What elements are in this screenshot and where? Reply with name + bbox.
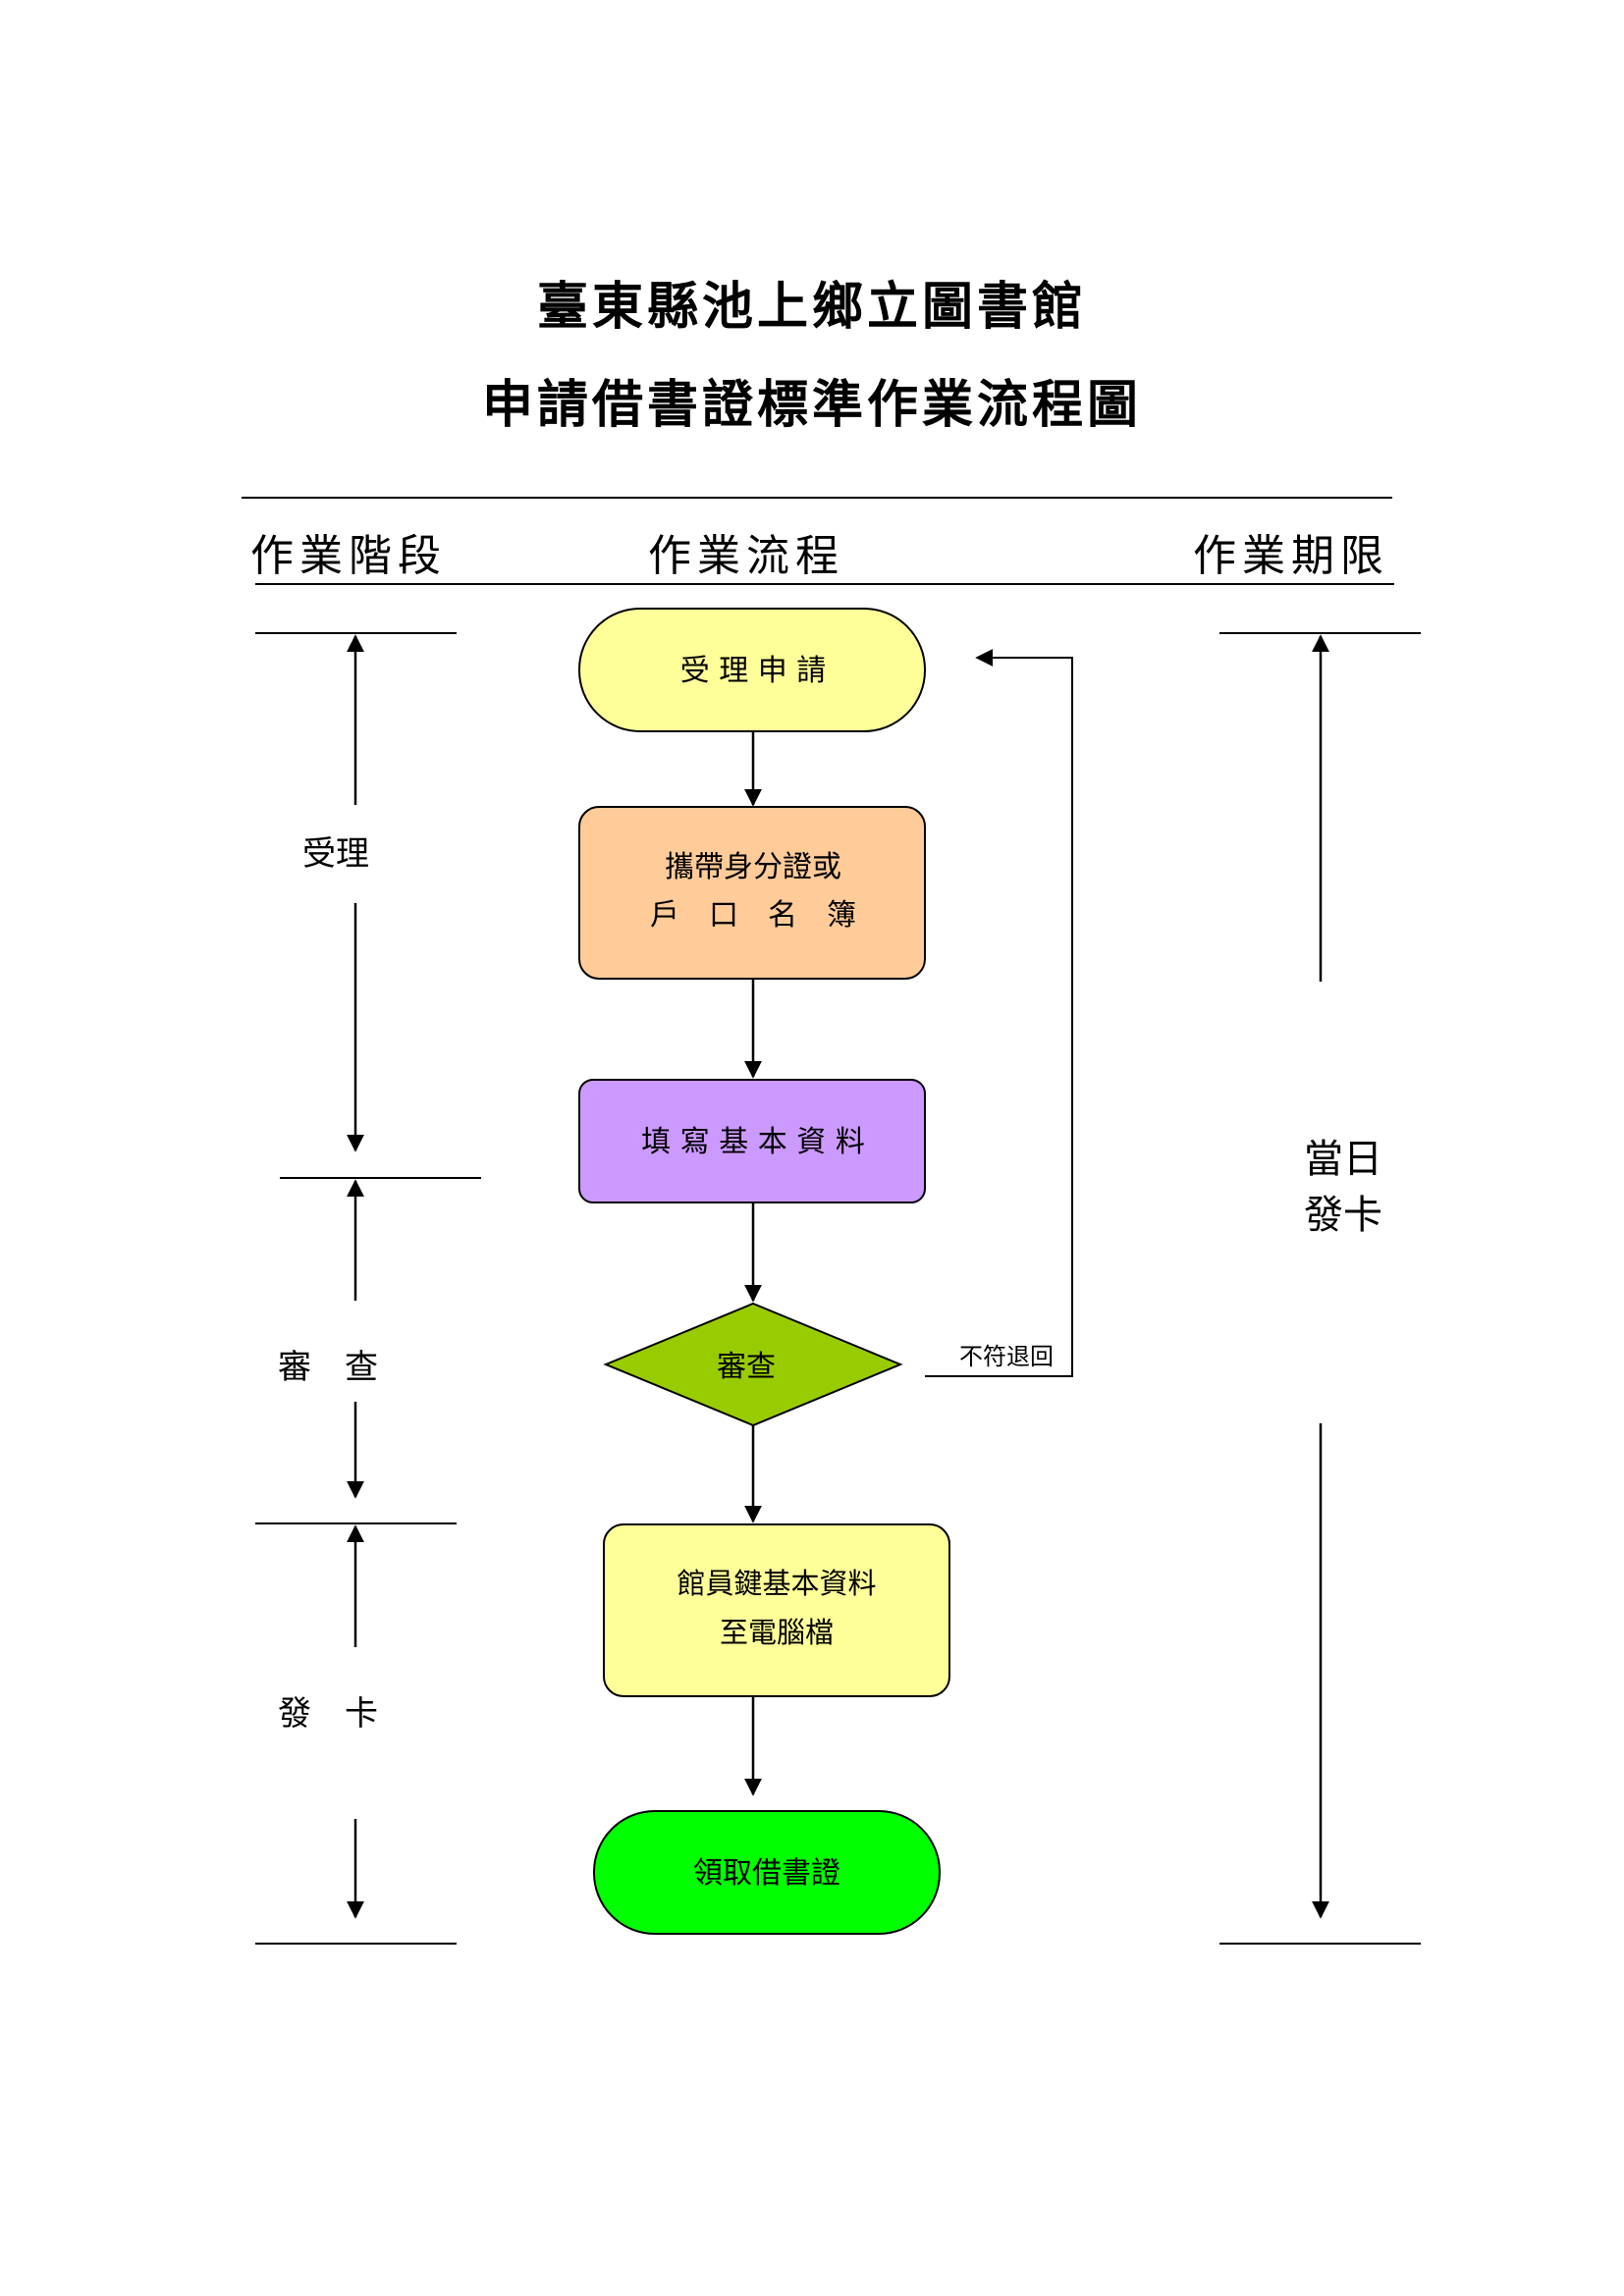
decision-label: 審查 (717, 1350, 776, 1384)
step4-label-line2: 至電腦檔 (720, 1616, 834, 1649)
column-header-stage: 作業階段 (250, 531, 447, 581)
step2-box (578, 806, 926, 980)
step2-label-line1: 攜帶身分證或 (665, 850, 841, 884)
step3-label: 填 寫 基 本 資 料 (641, 1125, 865, 1159)
reject-label: 不符退回 (959, 1343, 1054, 1370)
column-header-process: 作業流程 (648, 531, 844, 581)
stage-label-issue: 發 卡 (278, 1694, 378, 1734)
page-subtitle: 申請借書證標準作業流程圖 (481, 375, 1142, 435)
step5-label: 領取借書證 (693, 1856, 840, 1891)
step1-terminator (578, 608, 926, 732)
step4-label-line1: 館員鍵基本資料 (677, 1567, 876, 1600)
step2-label-line2: 戶 口 名 簿 (650, 898, 856, 933)
deadline-label-line1: 當日 (1304, 1137, 1382, 1182)
stage-label-accept: 受理 (302, 834, 369, 874)
reject-return-arrow (925, 649, 1073, 1377)
step1-label: 受 理 申 請 (680, 654, 827, 688)
page-title: 臺東縣池上鄉立圖書館 (536, 277, 1087, 337)
decision-diamond (603, 1302, 903, 1427)
step5-terminator (593, 1810, 941, 1935)
stage-label-review: 審 查 (278, 1348, 378, 1387)
step4-box (603, 1523, 950, 1697)
column-header-deadline: 作業期限 (1193, 531, 1389, 581)
step3-box (578, 1079, 926, 1203)
deadline-label-line2: 發卡 (1304, 1193, 1382, 1238)
